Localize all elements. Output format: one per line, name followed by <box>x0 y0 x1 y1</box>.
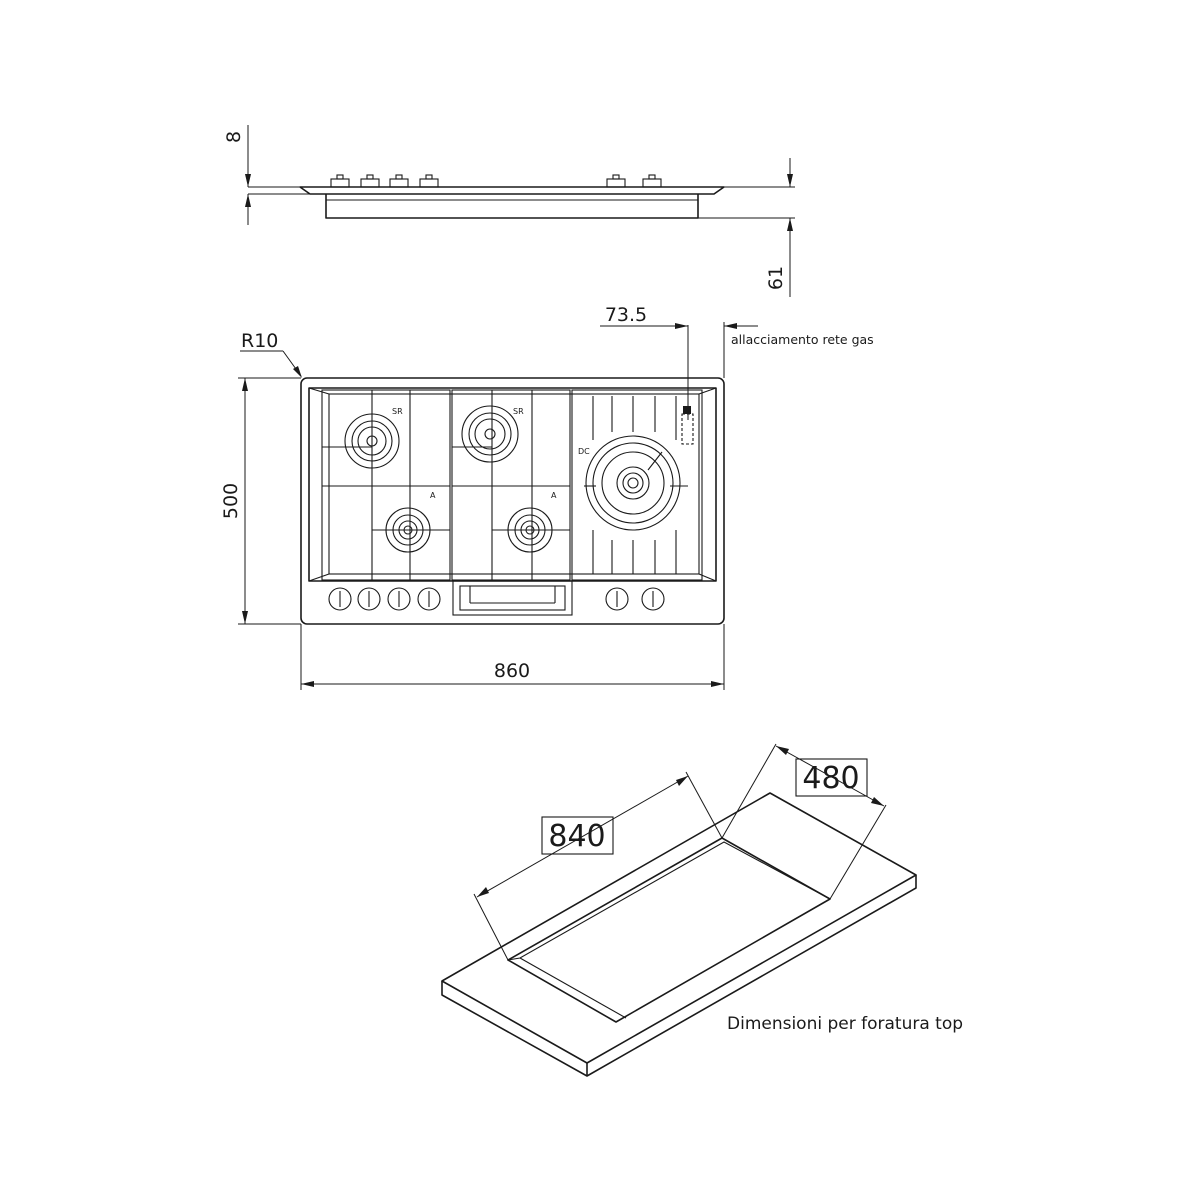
side-body <box>325 194 699 219</box>
gas-connection-label: allacciamento rete gas <box>731 332 874 347</box>
dim-corner-radius: R10 <box>241 330 278 352</box>
hob-outline <box>300 377 725 625</box>
dim-width: 860 <box>494 660 530 682</box>
burner-label: A <box>551 491 557 500</box>
front-panel <box>452 580 573 616</box>
side-view: 8 61 <box>223 125 795 297</box>
control-knobs <box>328 587 665 611</box>
side-top-plate <box>299 186 725 195</box>
burner-a-middle <box>507 507 553 553</box>
dim-total-height: 61 <box>765 266 787 290</box>
dim-depth: 500 <box>220 483 242 519</box>
dim-frame-height: 8 <box>223 131 245 143</box>
burner-label: SR <box>392 407 403 416</box>
cutout-hole <box>507 837 831 1023</box>
cutout-caption: Dimensioni per foratura top <box>727 1014 963 1034</box>
side-knobs <box>330 174 662 188</box>
burner-sr-left <box>344 413 400 469</box>
dim-cutout-depth: 480 <box>802 761 859 796</box>
grates <box>321 389 703 581</box>
cutout-view: 840 480 Dimensioni per foratura top <box>441 743 963 1077</box>
burner-sr-middle <box>461 405 519 463</box>
burner-a-left <box>385 507 431 553</box>
burner-label: DC <box>578 447 590 456</box>
burner-label: A <box>430 491 436 500</box>
burner-label: SR <box>513 407 524 416</box>
top-view: SR SR A A DC R10 <box>220 304 874 690</box>
dim-cutout-width: 840 <box>548 819 605 854</box>
burner-dc <box>585 435 681 531</box>
dim-gas-offset: 73.5 <box>605 304 647 326</box>
